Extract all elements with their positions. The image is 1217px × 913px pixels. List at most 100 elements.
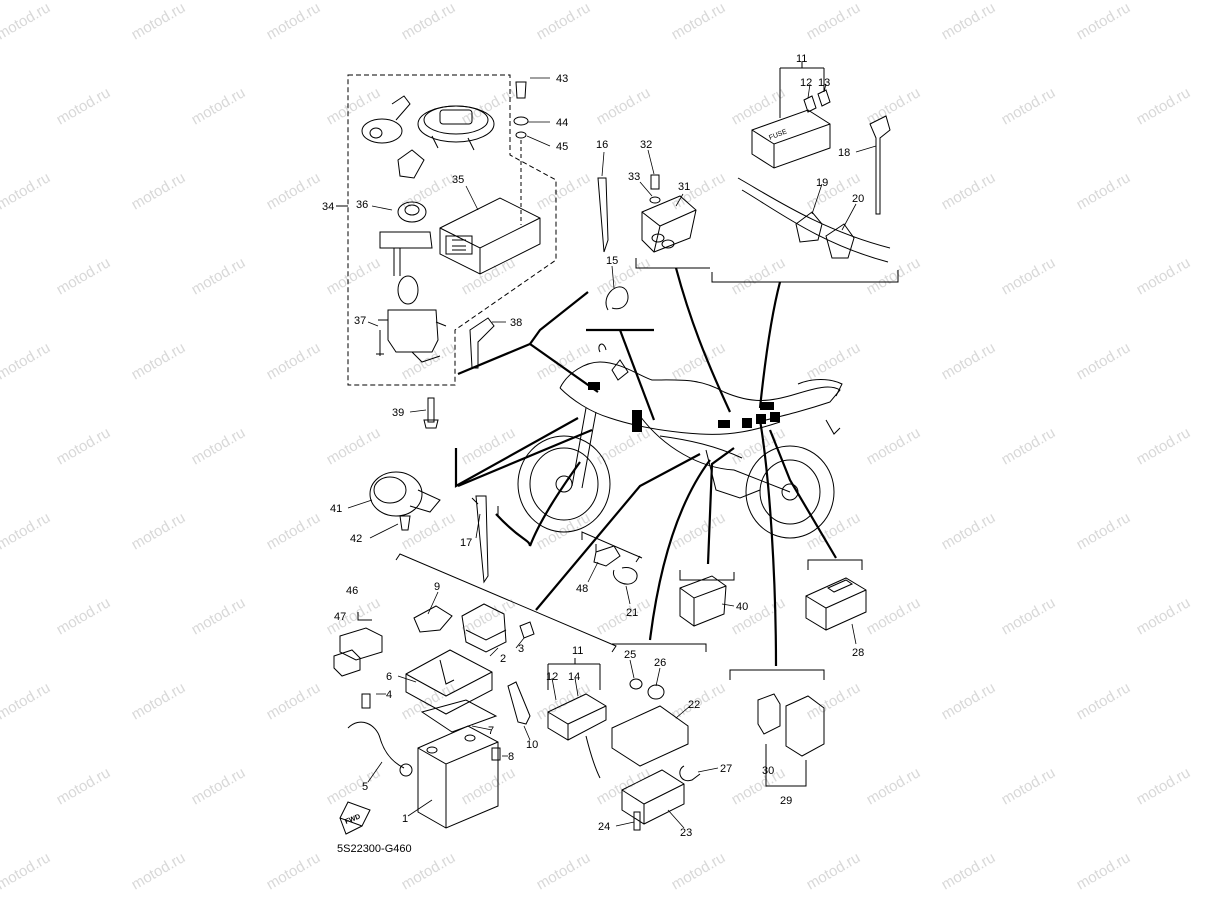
watermark-text: motod.ru	[939, 509, 999, 553]
watermark-text: motod.ru	[864, 594, 924, 638]
relay-31	[641, 195, 697, 253]
watermark-text: motod.ru	[939, 339, 999, 383]
cable-5	[347, 721, 405, 769]
watermark-text: motod.ru	[1074, 0, 1134, 43]
callout-1: 1	[402, 813, 408, 825]
watermark-text: motod.ru	[1134, 594, 1194, 638]
watermark-text: motod.ru	[399, 849, 459, 893]
bolt-4	[361, 693, 371, 709]
callout-11-top: 11	[796, 53, 807, 65]
callout-8: 8	[508, 751, 514, 763]
watermark-text: motod.ru	[534, 509, 594, 553]
callout-17: 17	[460, 537, 472, 549]
callout-6: 6	[386, 671, 392, 683]
callout-21: 21	[626, 607, 638, 619]
callout-46: 46	[346, 585, 358, 597]
watermark-text: motod.ru	[54, 84, 114, 128]
watermark-text: motod.ru	[939, 0, 999, 43]
watermark-text: motod.ru	[324, 764, 384, 808]
clip-27	[679, 765, 701, 782]
bolt-37	[376, 330, 384, 356]
watermark-text: motod.ru	[459, 764, 519, 808]
relay-29	[785, 695, 825, 757]
watermark-text: motod.ru	[534, 849, 594, 893]
watermark-text: motod.ru	[1074, 339, 1134, 383]
diagram-code: 5S22300-G460	[337, 843, 412, 855]
watermark-text: motod.ru	[1134, 764, 1194, 808]
unit-28	[805, 577, 867, 631]
callouts: 43 44 45 11 12 13 16 32 33 31 18 19 20 3…	[322, 53, 864, 839]
watermark-text: motod.ru	[129, 679, 189, 723]
callout-42: 42	[350, 533, 362, 545]
strap-17	[475, 495, 489, 584]
callout-10: 10	[526, 739, 538, 751]
watermark-text: motod.ru	[189, 594, 249, 638]
fwd-arrow	[339, 801, 371, 835]
callout-9: 9	[434, 581, 440, 593]
callout-41: 41	[330, 503, 342, 515]
bracket-18	[711, 270, 899, 283]
watermark-text: motod.ru	[54, 594, 114, 638]
callout-18: 18	[838, 147, 850, 159]
watermark-text: motod.ru	[999, 764, 1059, 808]
callout-22: 22	[688, 699, 700, 711]
callout-27: 27	[720, 763, 732, 775]
bolt-8	[491, 747, 501, 761]
watermark-text: motod.ru	[804, 679, 864, 723]
watermark-text: motod.ru	[1074, 849, 1134, 893]
callout-35: 35	[452, 174, 464, 186]
watermark-text: motod.ru	[0, 509, 53, 553]
callout-4: 4	[386, 689, 392, 701]
callout-48: 48	[576, 583, 588, 595]
watermark-text: motod.ru	[669, 509, 729, 553]
tie-strap-16	[597, 177, 609, 253]
watermark-text: motod.ru	[129, 339, 189, 383]
relay-30	[757, 693, 781, 735]
seat-lock	[379, 201, 433, 276]
leader-lines	[347, 77, 877, 829]
ecu-unit	[439, 197, 541, 275]
bracket-lower-left	[395, 553, 617, 653]
callout-29: 29	[780, 795, 792, 807]
callout-7: 7	[488, 725, 494, 737]
callout-23: 23	[680, 827, 692, 839]
callout-25: 25	[624, 649, 636, 661]
callout-33: 33	[628, 171, 640, 183]
watermark-text: motod.ru	[804, 849, 864, 893]
callout-2: 2	[500, 653, 506, 665]
watermark-text: motod.ru	[1074, 169, 1134, 213]
tank-cap	[417, 105, 495, 151]
screw-32	[650, 174, 660, 190]
callout-12-top: 12	[800, 77, 812, 89]
callout-13: 13	[818, 77, 830, 89]
watermark-text: motod.ru	[189, 424, 249, 468]
bolt-24	[633, 811, 641, 831]
strap-18	[869, 115, 891, 215]
leader-11-lower	[547, 658, 601, 690]
watermark-text: motod.ru	[0, 679, 53, 723]
ecu-23	[621, 769, 685, 825]
watermark-text: motod.ru	[399, 0, 459, 43]
watermark-text: motod.ru	[804, 339, 864, 383]
watermark-text: motod.ru	[0, 0, 53, 43]
callout-16: 16	[596, 139, 608, 151]
callout-11-lower: 11	[572, 645, 583, 657]
watermark-text: motod.ru	[1134, 84, 1194, 128]
fuse-box-lower	[547, 693, 607, 741]
watermark-text: motod.ru	[399, 169, 459, 213]
callout-30: 30	[762, 765, 774, 777]
battery-1	[417, 725, 499, 829]
bracket-46	[357, 612, 372, 621]
bracket-22-top	[612, 643, 707, 652]
watermark-text: motod.ru	[594, 254, 654, 298]
lock-clip	[397, 149, 425, 179]
watermark-text: motod.ru	[264, 339, 324, 383]
watermark-text: motod.ru	[864, 84, 924, 128]
watermark-text: motod.ru	[0, 849, 53, 893]
watermark-text: motod.ru	[264, 0, 324, 43]
watermark-text: motod.ru	[1074, 679, 1134, 723]
watermark-text: motod.ru	[0, 169, 53, 213]
watermark-text: motod.ru	[729, 84, 789, 128]
watermark-text: motod.ru	[669, 849, 729, 893]
